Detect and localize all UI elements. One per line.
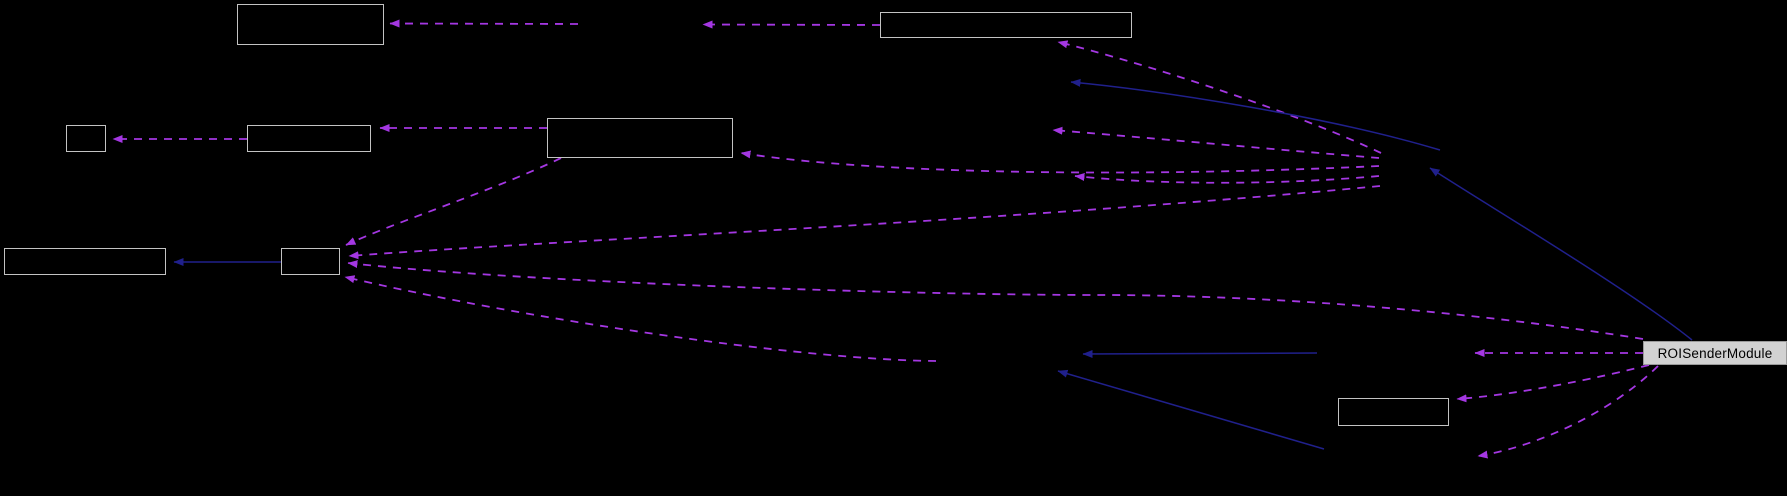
node-box-lower-small[interactable] xyxy=(281,248,340,275)
roi-sender-module-label: ROISenderModule xyxy=(1657,345,1773,361)
edge-hub-to-midlarge xyxy=(740,150,1380,174)
edge-hub-to-hiddenmid1-solid xyxy=(1070,78,1441,151)
edge-hiddenmid3-to-lowersmall xyxy=(344,275,937,362)
node-box-lower-left[interactable] xyxy=(4,248,166,275)
edge-roi-to-bottomright xyxy=(1456,364,1650,403)
edge-hiddenright2-to-hiddenmid4 xyxy=(1057,369,1325,450)
edge-roi-to-lowersmall xyxy=(347,260,1644,340)
edge-topmid-to-hiddentop xyxy=(702,20,881,29)
node-box-small-left[interactable] xyxy=(66,125,106,152)
edge-hub-to-topmid xyxy=(1057,40,1382,154)
node-box-top-mid[interactable] xyxy=(880,12,1132,38)
edge-hiddentop-to-topleft xyxy=(389,19,579,28)
edge-roi-to-hiddenright2 xyxy=(1477,365,1659,459)
edge-hub-to-hiddenmid2 xyxy=(1074,173,1380,184)
node-box-mid-left[interactable] xyxy=(247,125,371,152)
edge-hub-to-hiddenmid1 xyxy=(1052,126,1380,159)
edge-hiddenright1-to-hiddenmid3 xyxy=(1082,349,1318,358)
edge-midlarge-to-lowersmall xyxy=(345,157,562,246)
node-box-mid-large[interactable] xyxy=(547,118,733,158)
edge-hub-to-lowersmall xyxy=(348,185,1381,260)
node-box-bottom-right[interactable] xyxy=(1338,398,1449,426)
node-roi-sender-module[interactable]: ROISenderModule xyxy=(1643,341,1787,365)
edge-roi-to-hub xyxy=(1429,167,1693,341)
node-box-top-left[interactable] xyxy=(237,4,384,45)
